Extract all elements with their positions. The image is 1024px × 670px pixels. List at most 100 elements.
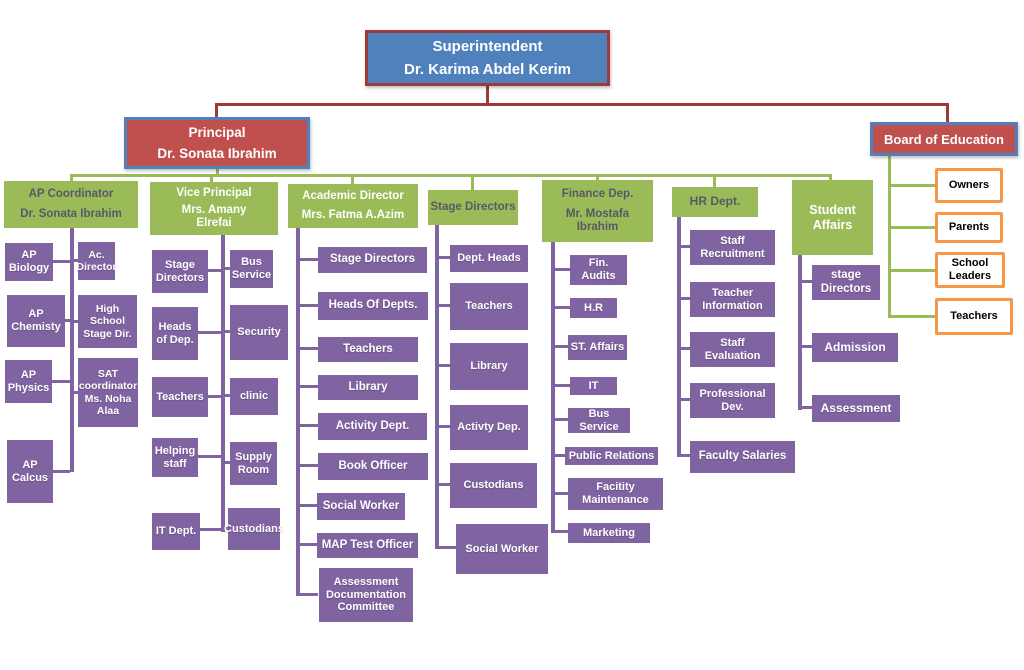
connector [296, 228, 300, 596]
connector [351, 174, 354, 185]
connector [435, 225, 439, 549]
connector [208, 269, 221, 272]
connector [798, 255, 802, 410]
connector [439, 304, 450, 307]
connector [677, 217, 681, 457]
node-fin-bus-service: Bus Service [568, 408, 630, 433]
connector [888, 156, 891, 318]
node-sd-activty-dep: Activty Dep. [450, 405, 528, 450]
node-sd-custodians: Custodians [450, 463, 537, 508]
node-sa-assessment: Assessment [812, 395, 900, 422]
node-vp-security: Security [230, 305, 288, 360]
board-title: Board of Education [884, 131, 1004, 147]
node-fin-facitity-maintenance: Facitity Maintenance [568, 478, 663, 510]
connector [300, 504, 317, 507]
connector [555, 384, 570, 387]
connector [74, 259, 78, 262]
dept-head: Dr. Sonata Ibrahim [20, 207, 122, 220]
connector [439, 256, 450, 259]
connector [439, 364, 450, 367]
node-board-of-education: Board of Education [870, 122, 1018, 156]
connector [53, 470, 70, 473]
principal-title: Principal [188, 125, 246, 141]
connector [555, 492, 568, 495]
node-ad-teachers: Teachers [318, 337, 418, 362]
header-ap-coordinator: AP Coordinator Dr. Sonata Ibrahim [4, 181, 138, 228]
node-fin-it: IT [570, 377, 617, 395]
connector [198, 455, 221, 458]
connector [221, 235, 225, 532]
node-hr-staff-evaluation: Staff Evaluation [690, 332, 775, 367]
superintendent-name: Dr. Karima Abdel Kerim [404, 60, 571, 78]
node-board-teachers: Teachers [935, 298, 1013, 335]
connector [225, 461, 230, 464]
connector [802, 406, 812, 409]
dept-title: HR Dept. [689, 194, 741, 209]
connector [300, 464, 318, 467]
node-ad-stage-directors: Stage Directors [318, 247, 427, 273]
connector [551, 242, 555, 533]
connector [225, 267, 230, 270]
dept-title: Vice Principal [176, 186, 252, 199]
connector [216, 169, 219, 175]
connector [300, 543, 317, 546]
connector [555, 454, 565, 457]
connector [300, 593, 318, 596]
connector [74, 391, 78, 394]
dept-head: Mrs. Amany Elrefai [181, 203, 247, 229]
connector [888, 226, 935, 229]
connector [555, 306, 570, 309]
header-academic-director: Academic Director Mrs. Fatma A.Azim [288, 184, 418, 228]
connector [802, 280, 812, 283]
node-ad-social-worker: Social Worker [317, 493, 405, 520]
node-sd-library: Library [450, 343, 528, 390]
connector [555, 268, 570, 271]
connector [681, 245, 690, 248]
node-ap-physics: AP Physics [5, 360, 52, 403]
principal-name: Dr. Sonata Ibrahim [157, 145, 277, 161]
connector [596, 174, 599, 181]
connector [70, 174, 73, 182]
node-vp-stage-directors: Stage Directors [152, 250, 208, 293]
connector [215, 103, 218, 118]
node-vp-teachers: Teachers [152, 377, 208, 417]
node-ad-library: Library [318, 375, 418, 400]
node-ap-calcus: AP Calcus [7, 440, 53, 503]
node-ap-chemisty: AP Chemisty [7, 295, 65, 347]
dept-title: Finance Dep. [561, 187, 634, 200]
connector [198, 331, 221, 334]
connector [52, 380, 70, 383]
connector [555, 530, 568, 533]
connector [300, 304, 318, 307]
node-superintendent: Superintendent Dr. Karima Abdel Kerim [365, 30, 610, 86]
connector [300, 258, 318, 261]
node-fin-marketing: Marketing [568, 523, 650, 543]
connector [300, 385, 318, 388]
dept-head: Mrs. Fatma A.Azim [301, 208, 405, 221]
connector [70, 228, 74, 472]
header-student-affairs: Student Affairs [792, 180, 873, 255]
connector [53, 260, 70, 263]
node-sa-admission: Admission [812, 333, 898, 362]
node-board-parents: Parents [935, 212, 1003, 243]
node-fin-audits: Fin. Audits [570, 255, 627, 285]
connector [888, 269, 935, 272]
dept-title: AP Coordinator [28, 188, 114, 201]
node-vp-helping-staff: Helping staff [152, 438, 198, 477]
node-board-school-leaders: School Leaders [935, 252, 1005, 288]
node-ap-high-school-stage-dir: High School Stage Dir. [78, 295, 137, 348]
connector [946, 103, 949, 123]
connector [439, 546, 456, 549]
connector [713, 174, 716, 188]
connector [225, 527, 228, 530]
node-hr-professional-dev: Professional Dev. [690, 383, 775, 418]
connector [439, 425, 450, 428]
connector [215, 103, 949, 106]
dept-title: Student Affairs [809, 203, 856, 232]
node-fin-st-affairs: ST. Affairs [568, 335, 627, 360]
connector [681, 454, 690, 457]
node-ad-assessment-documentation-committee: Assessment Documentation Committee [319, 568, 413, 622]
node-hr-faculty-salaries: Faculty Salaries [690, 441, 795, 473]
header-finance-dep: Finance Dep. Mr. Mostafa Ibrahim [542, 180, 653, 242]
node-hr-teacher-information: Teacher Information [690, 282, 775, 317]
